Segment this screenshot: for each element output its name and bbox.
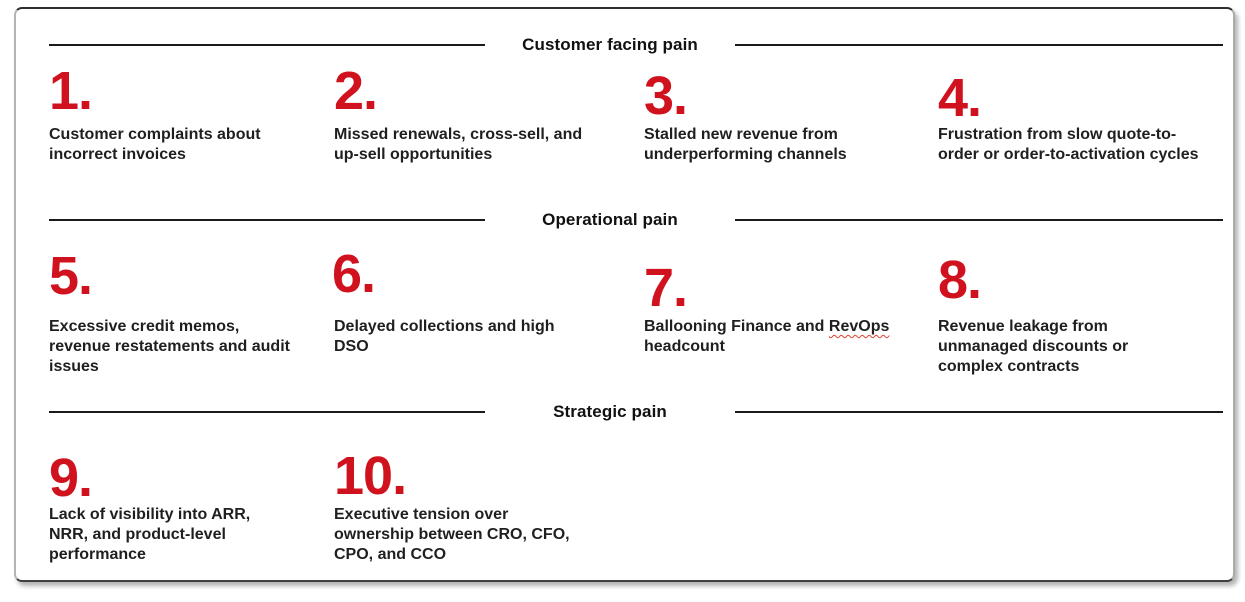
pain-item-text-1: Customer complaints about incorrect invo… <box>49 126 261 163</box>
section-header-strategic: Strategic pain <box>49 402 1223 421</box>
section-rule-right <box>735 410 1223 414</box>
pain-item-text-7-before: Ballooning Finance and <box>644 318 829 335</box>
section-title: Customer facing pain <box>522 35 698 54</box>
slide-card: Customer facing pain Operational pain St… <box>14 7 1235 582</box>
pain-item-number-6: 6. <box>332 244 376 304</box>
pain-item-text-7: Ballooning Finance and RevOps headcount <box>644 317 949 357</box>
pain-item-number-1: 1. <box>49 61 93 121</box>
pain-item-text-10: Executive tension over ownership between… <box>334 506 570 563</box>
pain-item-number-10: 10. <box>334 446 407 506</box>
pain-item-number-3: 3. <box>644 66 688 126</box>
pain-item-number-9: 9. <box>49 448 93 508</box>
pain-item-text-7-after: headcount <box>644 338 725 355</box>
pain-item-text-3: Stalled new revenue from underperforming… <box>644 126 847 163</box>
section-rule-right <box>735 218 1223 222</box>
pain-item-number-4: 4. <box>938 68 982 128</box>
pain-item-number-2: 2. <box>334 61 378 121</box>
pain-item-text-5: Excessive credit memos, revenue restatem… <box>49 318 290 375</box>
pain-item-text-2: Missed renewals, cross-sell, and up-sell… <box>334 126 583 163</box>
section-rule-right <box>735 43 1223 47</box>
section-header-operational: Operational pain <box>49 210 1223 229</box>
pain-item-text-4: Frustration from slow quote-to- order or… <box>938 126 1199 163</box>
pain-item-number-8: 8. <box>938 250 982 310</box>
section-header-customer-facing: Customer facing pain <box>49 35 1223 54</box>
section-title: Strategic pain <box>553 402 667 421</box>
section-rule-left <box>49 218 485 222</box>
misspelled-word: RevOps <box>828 318 890 335</box>
pain-item-text-8: Revenue leakage from unmanaged discounts… <box>938 318 1129 375</box>
pain-item-number-5: 5. <box>49 246 93 306</box>
pain-item-number-7: 7. <box>644 258 688 318</box>
section-rule-left <box>49 43 485 47</box>
pain-item-text-6: Delayed collections and high DSO <box>334 318 555 355</box>
section-title: Operational pain <box>542 210 678 229</box>
section-rule-left <box>49 410 485 414</box>
pain-item-text-9: Lack of visibility into ARR, NRR, and pr… <box>49 506 251 563</box>
